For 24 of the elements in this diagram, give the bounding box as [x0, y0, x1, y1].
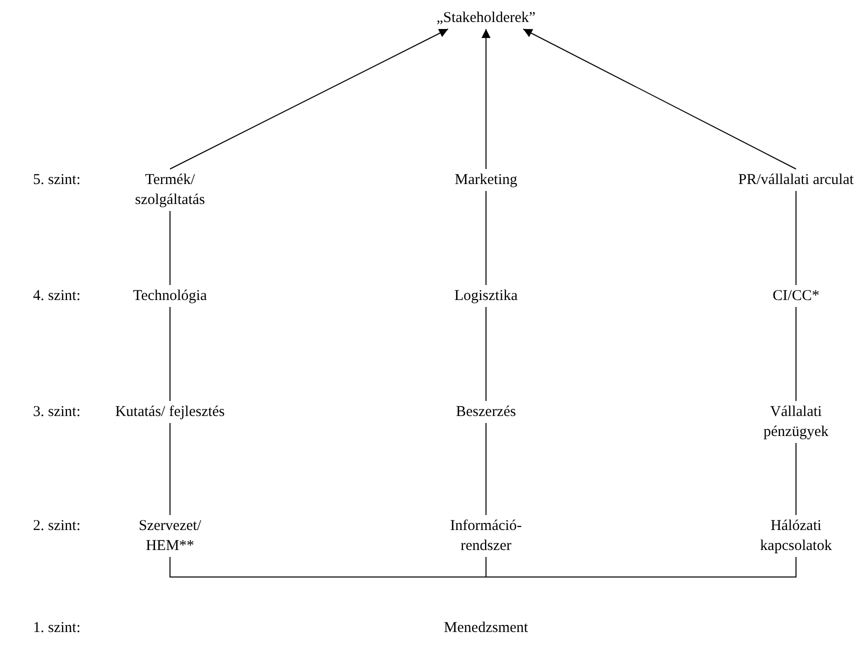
- connector-line: [486, 556, 796, 578]
- level-label: 2. szint:: [33, 517, 80, 536]
- node-label: Logisztika: [454, 287, 518, 306]
- arrow: [170, 28, 449, 170]
- level-label: 4. szint:: [33, 287, 80, 306]
- connector-line: [170, 556, 486, 578]
- node-label: Beszerzés: [456, 403, 516, 422]
- level-label: 1. szint:: [33, 619, 80, 638]
- node-label: Kutatás/ fejlesztés: [115, 403, 225, 422]
- node-label: Szervezet/ HEM**: [138, 517, 202, 556]
- node-label: Technológia: [133, 287, 207, 306]
- node-label: Információ- rendszer: [449, 517, 523, 556]
- node-label: Marketing: [454, 171, 518, 190]
- level-label: 5. szint:: [33, 171, 80, 190]
- node-label: „Stakeholderek”: [436, 9, 536, 28]
- level-label: 3. szint:: [33, 403, 80, 422]
- node-label: Vállalati pénzügyek: [762, 403, 830, 442]
- node-label: PR/vállalati arculat: [738, 171, 854, 190]
- node-label: Hálózati kapcsolatok: [759, 517, 833, 556]
- node-label: CI/CC*: [772, 287, 820, 306]
- arrow: [522, 28, 796, 170]
- node-label: Termék/ szolgáltatás: [134, 171, 206, 210]
- arrow: [482, 28, 490, 170]
- node-label: Menedzsment: [444, 619, 528, 638]
